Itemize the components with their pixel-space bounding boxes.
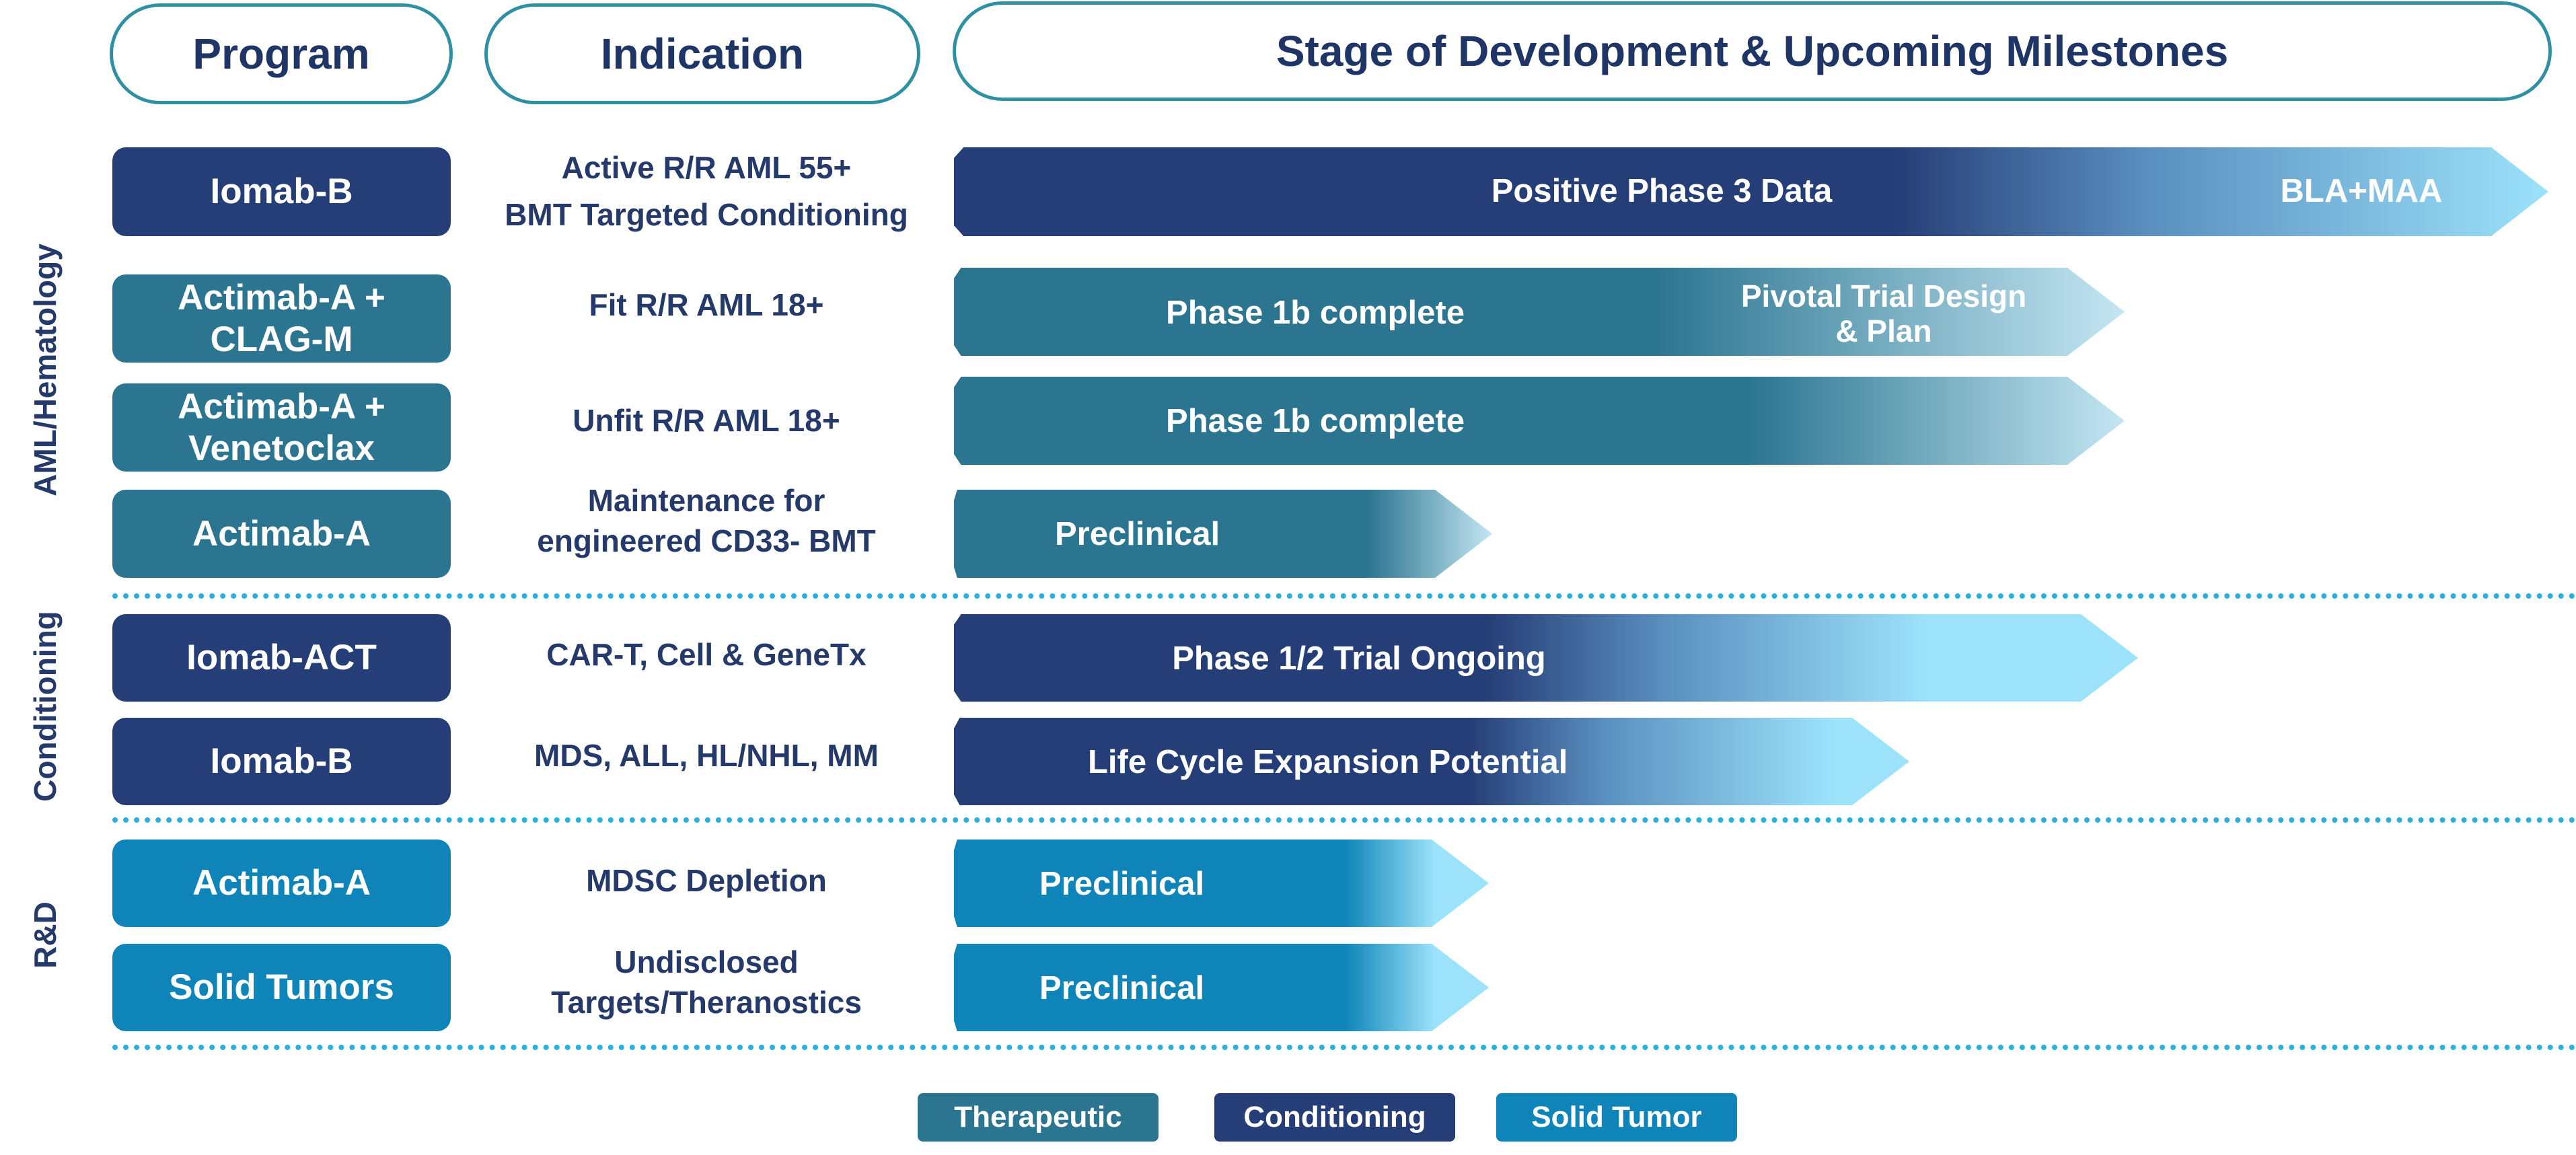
indication-text: Active R/R AML 55+ BMT Targeted Conditio… — [505, 150, 908, 232]
section-label-r-and-d: R&D — [28, 901, 63, 969]
indication-text: Undisclosed Targets/Theranostics — [551, 944, 862, 1020]
indication-text: MDSC Depletion — [586, 863, 827, 898]
header-indication: Indication — [484, 3, 920, 104]
program-box: Actimab-A — [112, 490, 451, 578]
indication-text: Fit R/R AML 18+ — [589, 287, 824, 322]
legend-solid-tumor: Solid Tumor — [1496, 1093, 1737, 1142]
stage-label: Phase 1b complete — [1166, 403, 1465, 439]
indication-text: Unfit R/R AML 18+ — [573, 403, 840, 438]
stage-label: Preclinical — [1039, 970, 1205, 1006]
program-box: Solid Tumors — [112, 944, 451, 1031]
milestone-label: BLA+MAA — [2280, 173, 2443, 209]
section-divider-2 — [112, 817, 2576, 823]
section-divider-1 — [112, 593, 2576, 599]
program-box: Iomab-ACT — [112, 614, 451, 702]
indication-text: MDS, ALL, HL/NHL, MM — [534, 738, 879, 773]
header-program: Program — [110, 3, 453, 104]
stage-label: Preclinical — [1055, 516, 1220, 552]
stage-bar — [954, 268, 2125, 356]
program-box: Actimab-A — [112, 840, 451, 927]
indication-text: Maintenance for engineered CD33- BMT — [537, 483, 876, 558]
stage-bar — [954, 377, 2125, 465]
legend-therapeutic: Therapeutic — [918, 1093, 1158, 1142]
header-stage: Stage of Development & Upcoming Mileston… — [953, 1, 2552, 101]
stage-bar — [954, 147, 2548, 236]
program-box: Actimab-A + CLAG-M — [112, 274, 451, 363]
program-box: Iomab-B — [112, 147, 451, 236]
program-box: Actimab-A + Venetoclax — [112, 383, 451, 472]
stage-bar — [954, 718, 1909, 805]
stage-bar — [954, 840, 1489, 927]
stage-label: Preclinical — [1039, 866, 1205, 902]
stage-bar — [954, 490, 1492, 578]
stage-bar — [954, 614, 2138, 702]
stage-label: Phase 1/2 Trial Ongoing — [1172, 640, 1546, 677]
stage-bar — [954, 944, 1489, 1031]
stage-label: Life Cycle Expansion Potential — [1088, 744, 1568, 780]
stage-label: Phase 1b complete — [1166, 295, 1465, 331]
stage-label: Positive Phase 3 Data — [1491, 173, 1833, 209]
section-divider-3 — [112, 1045, 2576, 1050]
section-label-aml-hematology: AML/Hematology — [28, 244, 63, 496]
milestone-label: Pivotal Trial Design & Plan — [1740, 278, 2027, 348]
legend-conditioning: Conditioning — [1214, 1093, 1455, 1142]
program-box: Iomab-B — [112, 718, 451, 805]
indication-text: CAR-T, Cell & GeneTx — [546, 637, 867, 672]
